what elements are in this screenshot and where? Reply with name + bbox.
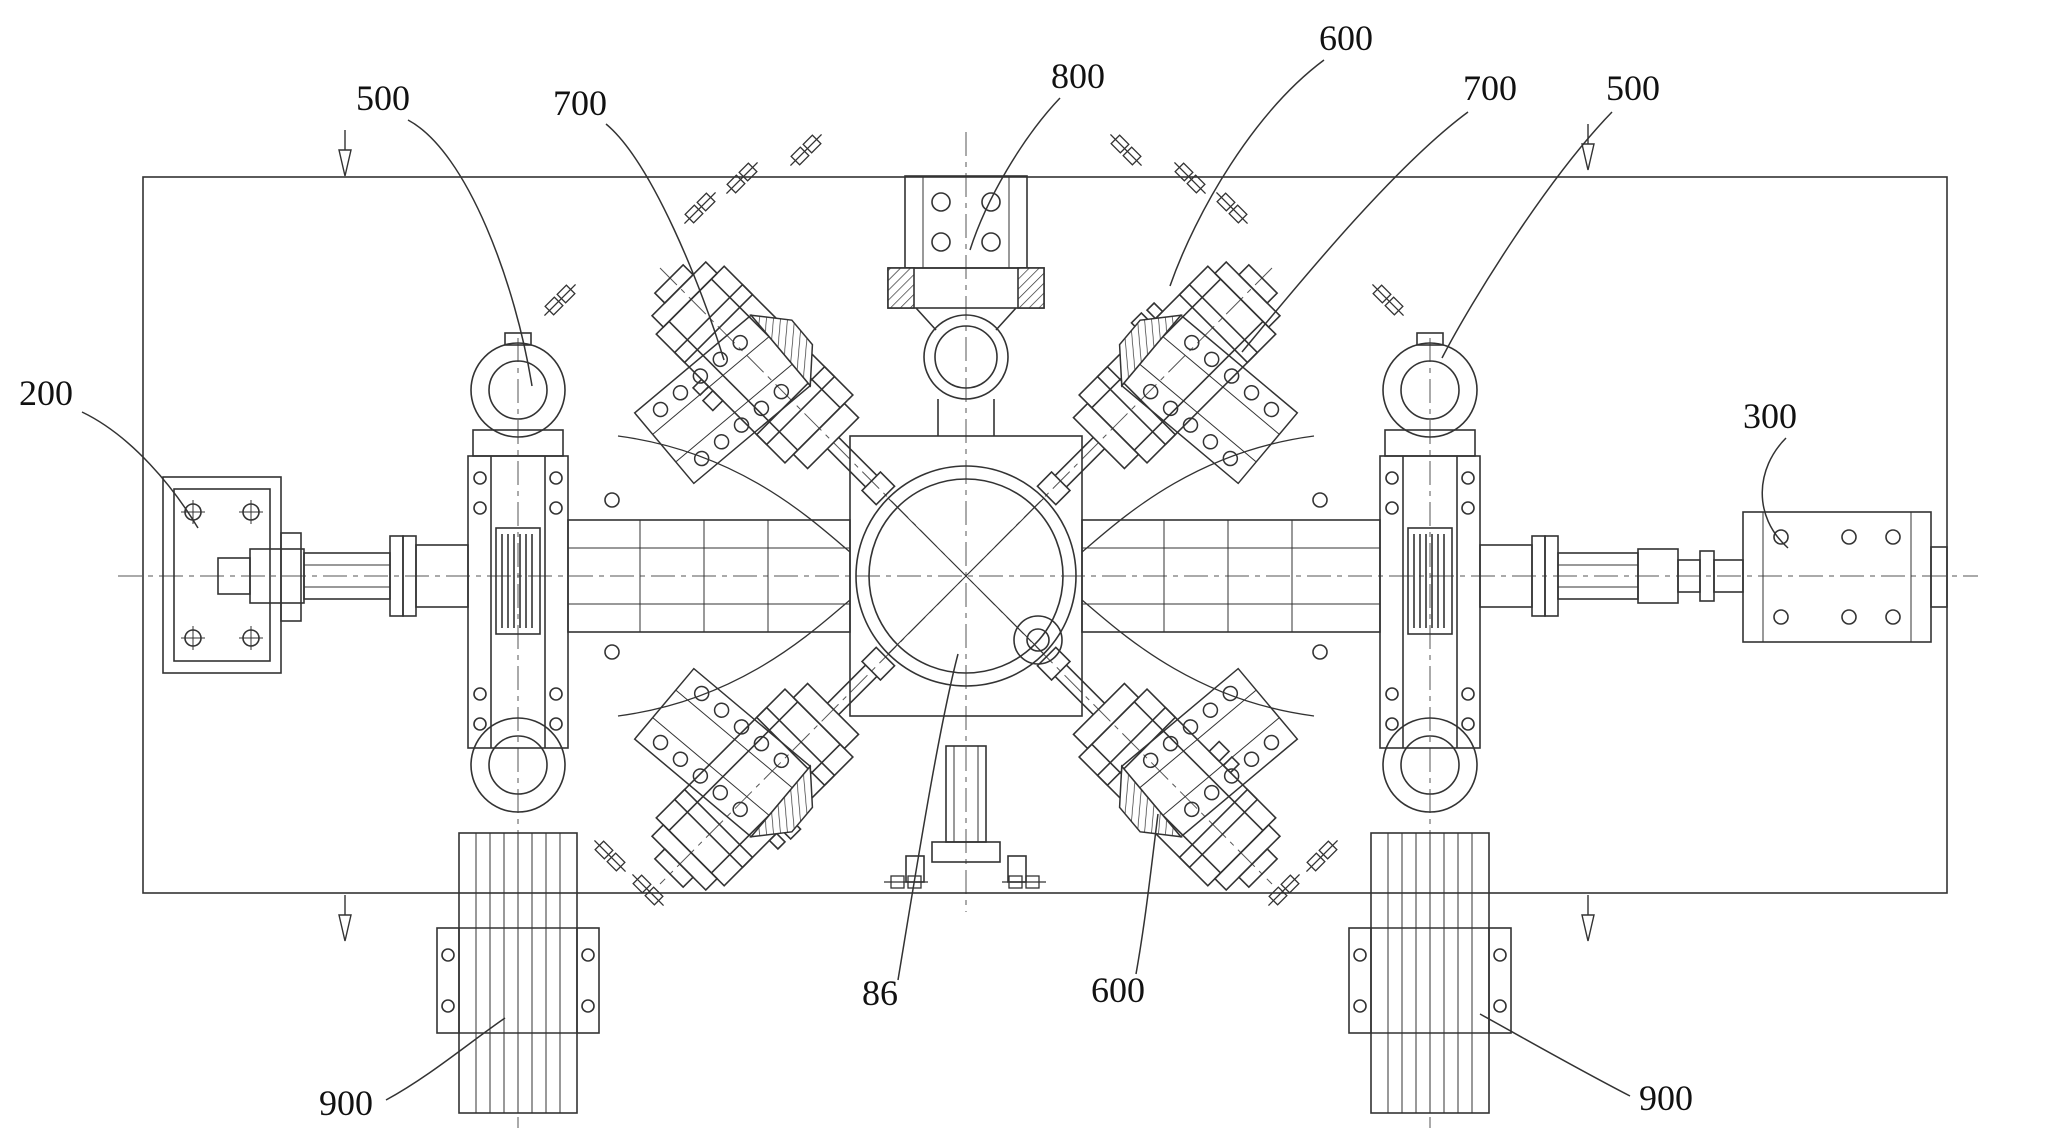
- alignment-pin-bottom-right: [1581, 894, 1595, 942]
- leader-900-bottom-right: [1479, 1013, 1631, 1097]
- bolt-cluster: [679, 187, 721, 229]
- clamp-cylinder-600-top-left: [624, 244, 921, 541]
- clamp-cylinder-600-bottom-left: [634, 621, 931, 918]
- alignment-pin-top-right: [1581, 123, 1595, 171]
- leader-700-top-left: [605, 123, 725, 361]
- ref-label-500-top-right: 500: [1606, 68, 1660, 108]
- ref-label-600-bottom: 600: [1091, 970, 1145, 1010]
- clamp-cylinder-600-bottom-right: [1011, 611, 1308, 908]
- centerlines: [118, 132, 1978, 1128]
- bolt-cluster: [721, 157, 763, 199]
- bolt-cluster: [539, 279, 581, 321]
- alignment-pin-bottom-left: [338, 894, 352, 942]
- leader-500-top-left: [407, 119, 533, 387]
- bolt-cluster: [1263, 869, 1305, 911]
- ref-label-600-top-right: 600: [1319, 18, 1373, 58]
- rib-block-900-left: [436, 832, 600, 1114]
- leader-300: [1761, 437, 1789, 549]
- leader-200: [81, 411, 199, 529]
- bolt-cluster: [1211, 187, 1253, 229]
- reference-labels: 500 700 800 600 700 500 200 300 86 600 9…: [19, 18, 1797, 1123]
- ref-label-86: 86: [862, 973, 898, 1013]
- ref-label-900-bottom-right: 900: [1639, 1078, 1693, 1118]
- tailstock-300: [1742, 511, 1948, 643]
- ref-label-700-top-left: 700: [553, 83, 607, 123]
- ref-label-300: 300: [1743, 396, 1797, 436]
- bolt-cluster: [1301, 835, 1343, 877]
- leader-900-bottom-left: [385, 1017, 506, 1101]
- leader-600-top-right: [1169, 59, 1325, 287]
- top-press-unit-800: [887, 175, 1045, 331]
- base-plate: [142, 176, 1948, 894]
- central-rotary-assembly: [849, 314, 1083, 883]
- leader-700-top-right: [1241, 111, 1469, 353]
- bolt-cluster: [589, 835, 631, 877]
- leader-lines: [81, 59, 1789, 1101]
- right-shaft-train: [1479, 535, 1744, 617]
- bolt-cluster: [1105, 129, 1147, 171]
- bolt-cluster: [785, 129, 827, 171]
- leader-500-top-right: [1441, 111, 1613, 359]
- clamp-cylinder-600-top-right: [1001, 234, 1298, 531]
- ref-label-500-top-left: 500: [356, 78, 410, 118]
- ref-label-800: 800: [1051, 56, 1105, 96]
- leader-86: [897, 653, 959, 981]
- ref-label-200: 200: [19, 373, 73, 413]
- bolt-cluster: [1367, 279, 1409, 321]
- leader-800: [969, 97, 1061, 251]
- bolt-cluster: [627, 869, 669, 911]
- bolt-cluster: [1169, 157, 1211, 199]
- bolt-cluster: [1001, 875, 1047, 889]
- drive-block-200: [162, 476, 302, 674]
- ref-label-900-bottom-left: 900: [319, 1083, 373, 1123]
- rib-block-900-right: [1348, 832, 1512, 1114]
- alignment-pin-top-left: [338, 129, 352, 177]
- leader-600-bottom: [1135, 813, 1159, 975]
- ref-label-700-top-right: 700: [1463, 68, 1517, 108]
